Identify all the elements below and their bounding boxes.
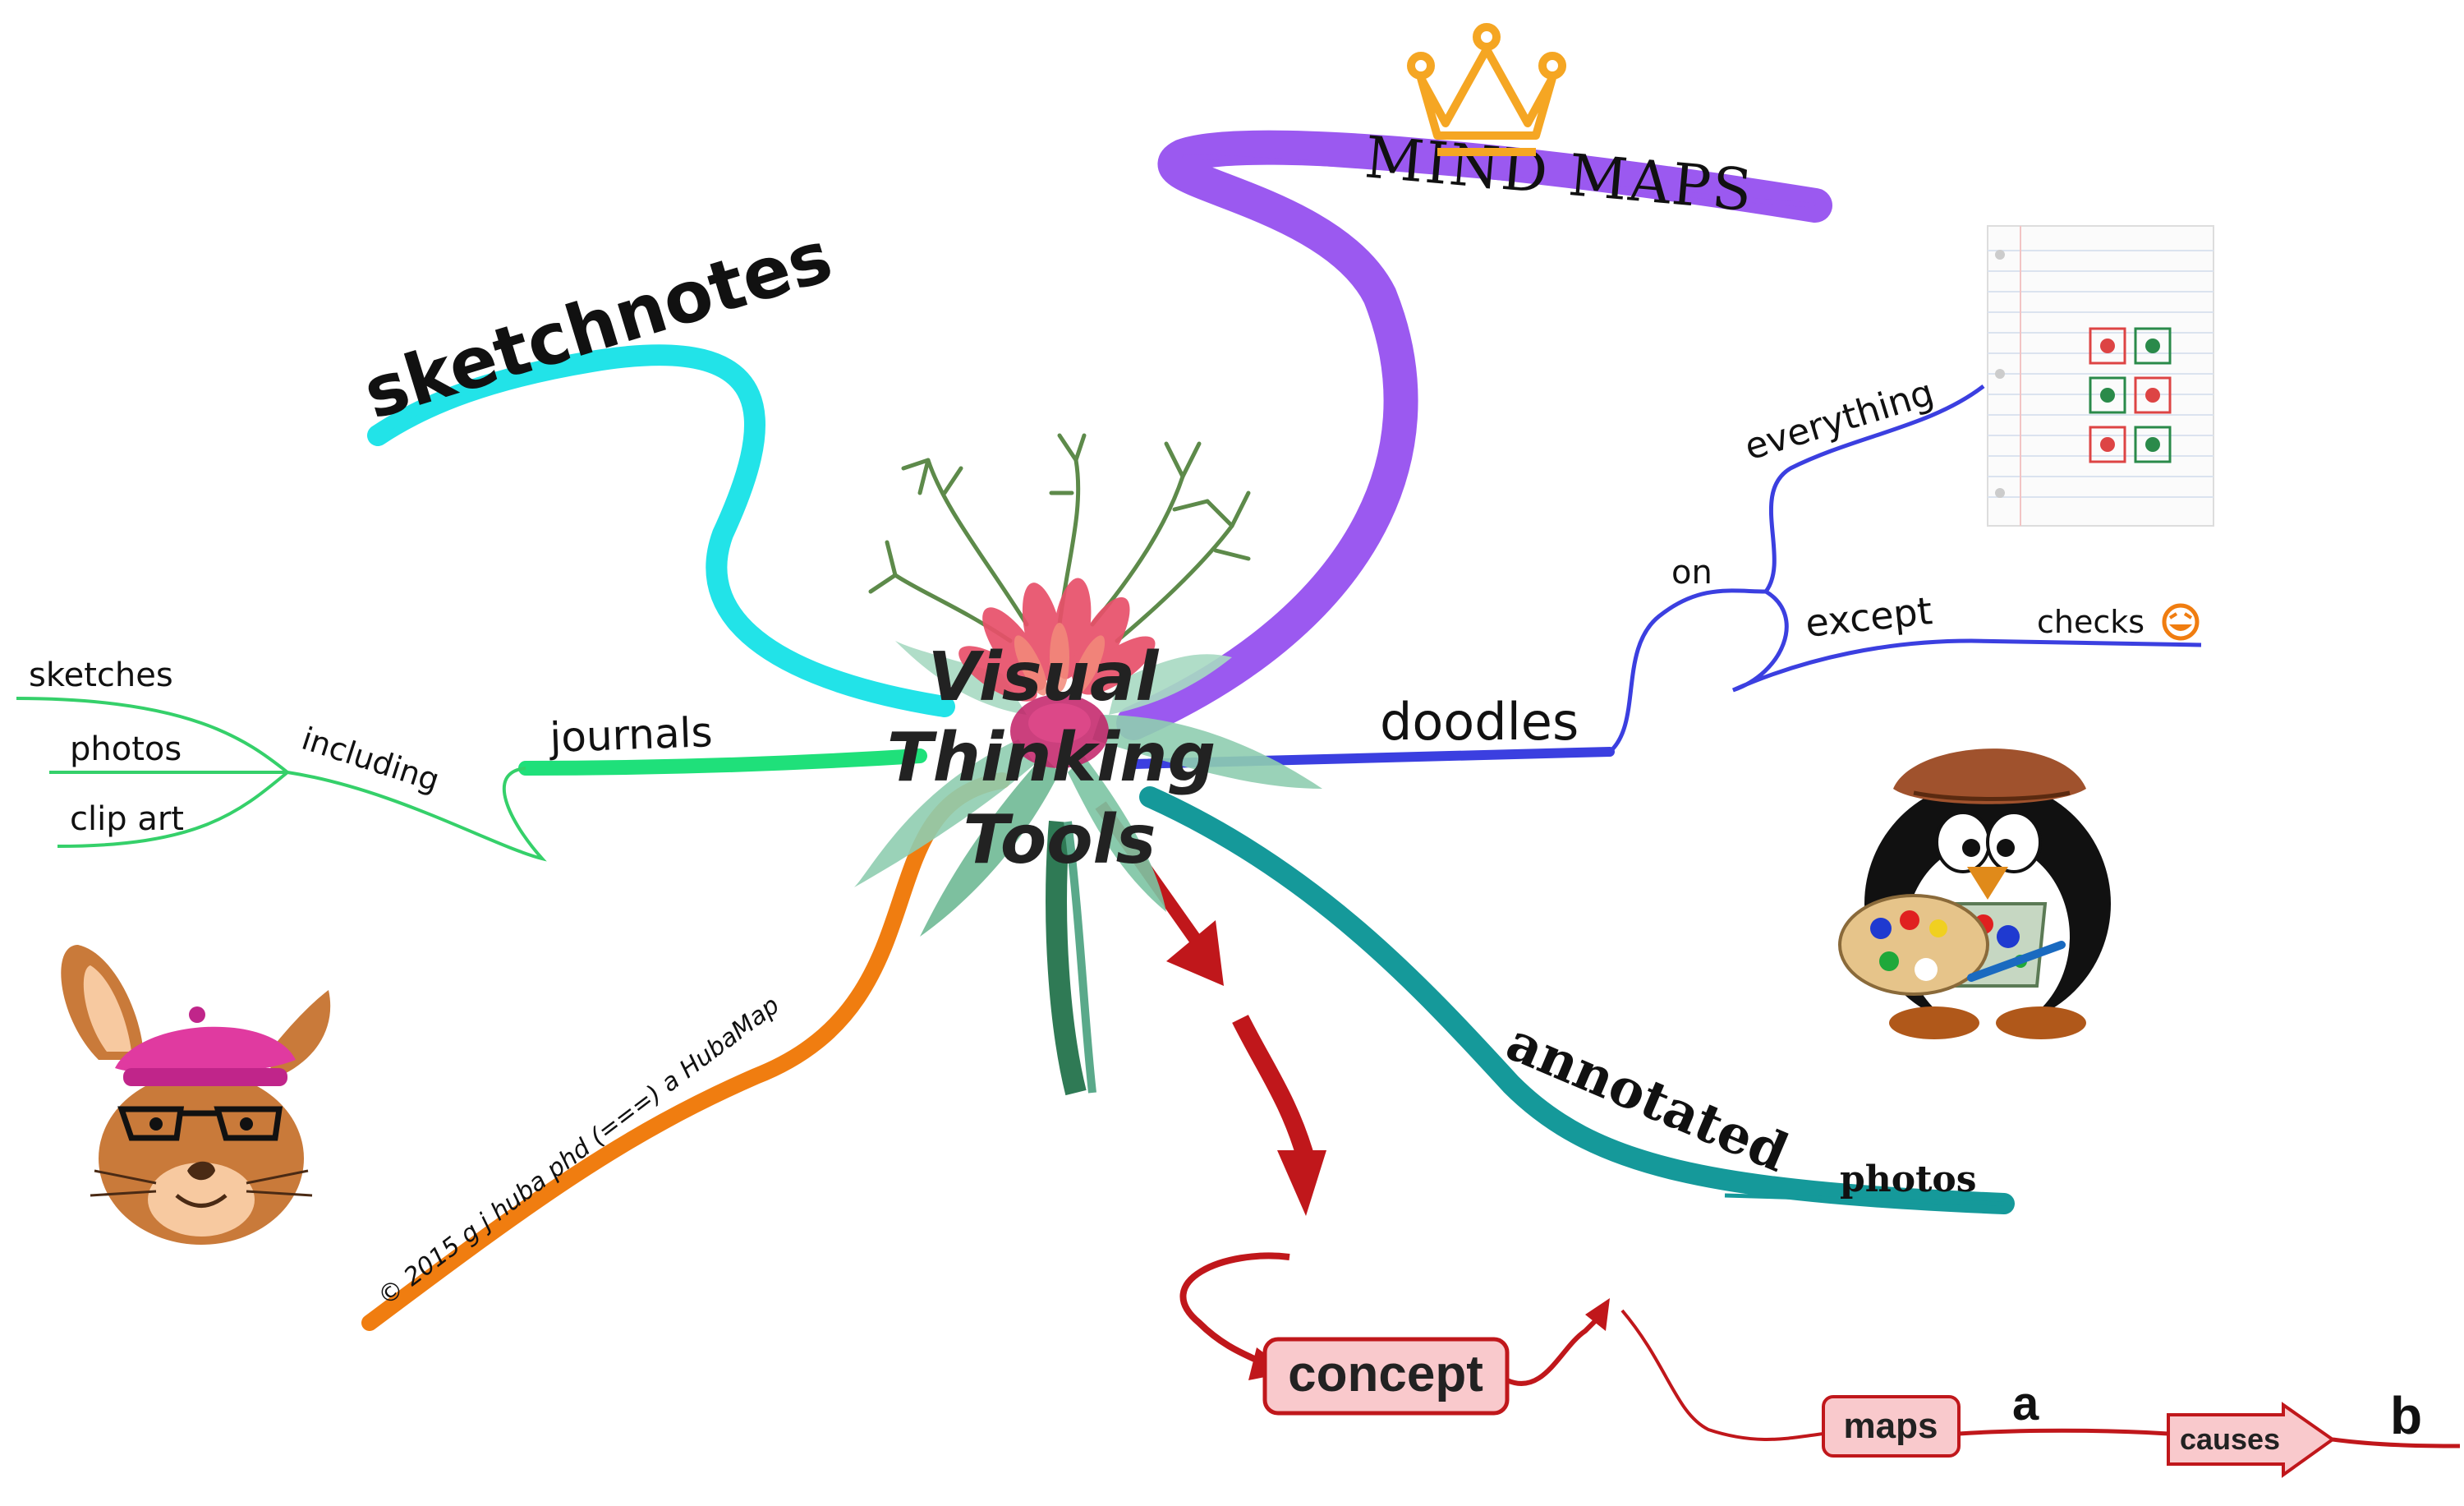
annotated-branch [1139,786,2015,1214]
checks-label: checks [2037,604,2145,640]
concept-label: concept [1288,1346,1483,1402]
doodles-label: doodles [1380,692,1579,752]
grin-emoji-icon [2162,603,2200,641]
a-label: a [2012,1377,2039,1430]
crown-icon [1407,23,1566,156]
causes-box: causes [2167,1402,2336,1478]
on-label: on [1671,554,1712,592]
journals-branch [518,748,927,776]
penguin-painter-icon [1838,748,2111,1039]
sketches-label: sketches [29,656,173,694]
notebook-paper-icon [1987,225,2214,527]
except-branch [1731,589,2202,693]
maps-incoming-link [1620,1309,1824,1441]
center-line-3: Tools [963,801,1156,879]
concept-arrow-2 [1232,1015,1315,1162]
causes-to-b-link [2332,1437,2461,1448]
photos-left-label: photos [70,730,182,768]
maps-label: maps [1844,1406,1938,1446]
central-topic: Visual Thinking Tools [887,638,1216,879]
clip-art-label: clip art [70,800,184,838]
concept-box: concept [1262,1337,1510,1416]
credit-label: © 2015 g j huba phd (===) a HubaMap [373,991,785,1311]
concept-arrow-3 [1179,1252,1290,1367]
everything-branch [1763,385,1985,593]
including-label: including [297,721,444,799]
flower-icon [854,433,1322,1096]
everything-label: everything [1740,371,1938,468]
mind-maps-label: MIND MAPS [1363,123,1757,224]
mind-maps-branch [1116,130,1832,740]
causes-label: causes [2180,1422,2280,1456]
maps-to-causes-link [1958,1428,2169,1436]
maps-box: maps [1822,1395,1961,1458]
bunny-beret-icon [61,945,331,1245]
concept-to-link [1506,1312,1604,1386]
clip-art-branch [57,771,289,848]
arrow-head-2 [1277,1150,1326,1216]
sketchnotes-label: sketchnotes [355,215,841,435]
b-label: b [2390,1386,2422,1445]
sketches-branch [16,697,289,774]
except-label: except [1804,588,1935,646]
center-line-2: Thinking [887,719,1216,797]
journals-label: journals [548,708,713,762]
arrow-head-4 [1585,1298,1610,1331]
arrow-head-1 [1166,920,1224,986]
photos-right-label: photos [1840,1158,1977,1200]
center-line-1: Visual [928,638,1161,716]
